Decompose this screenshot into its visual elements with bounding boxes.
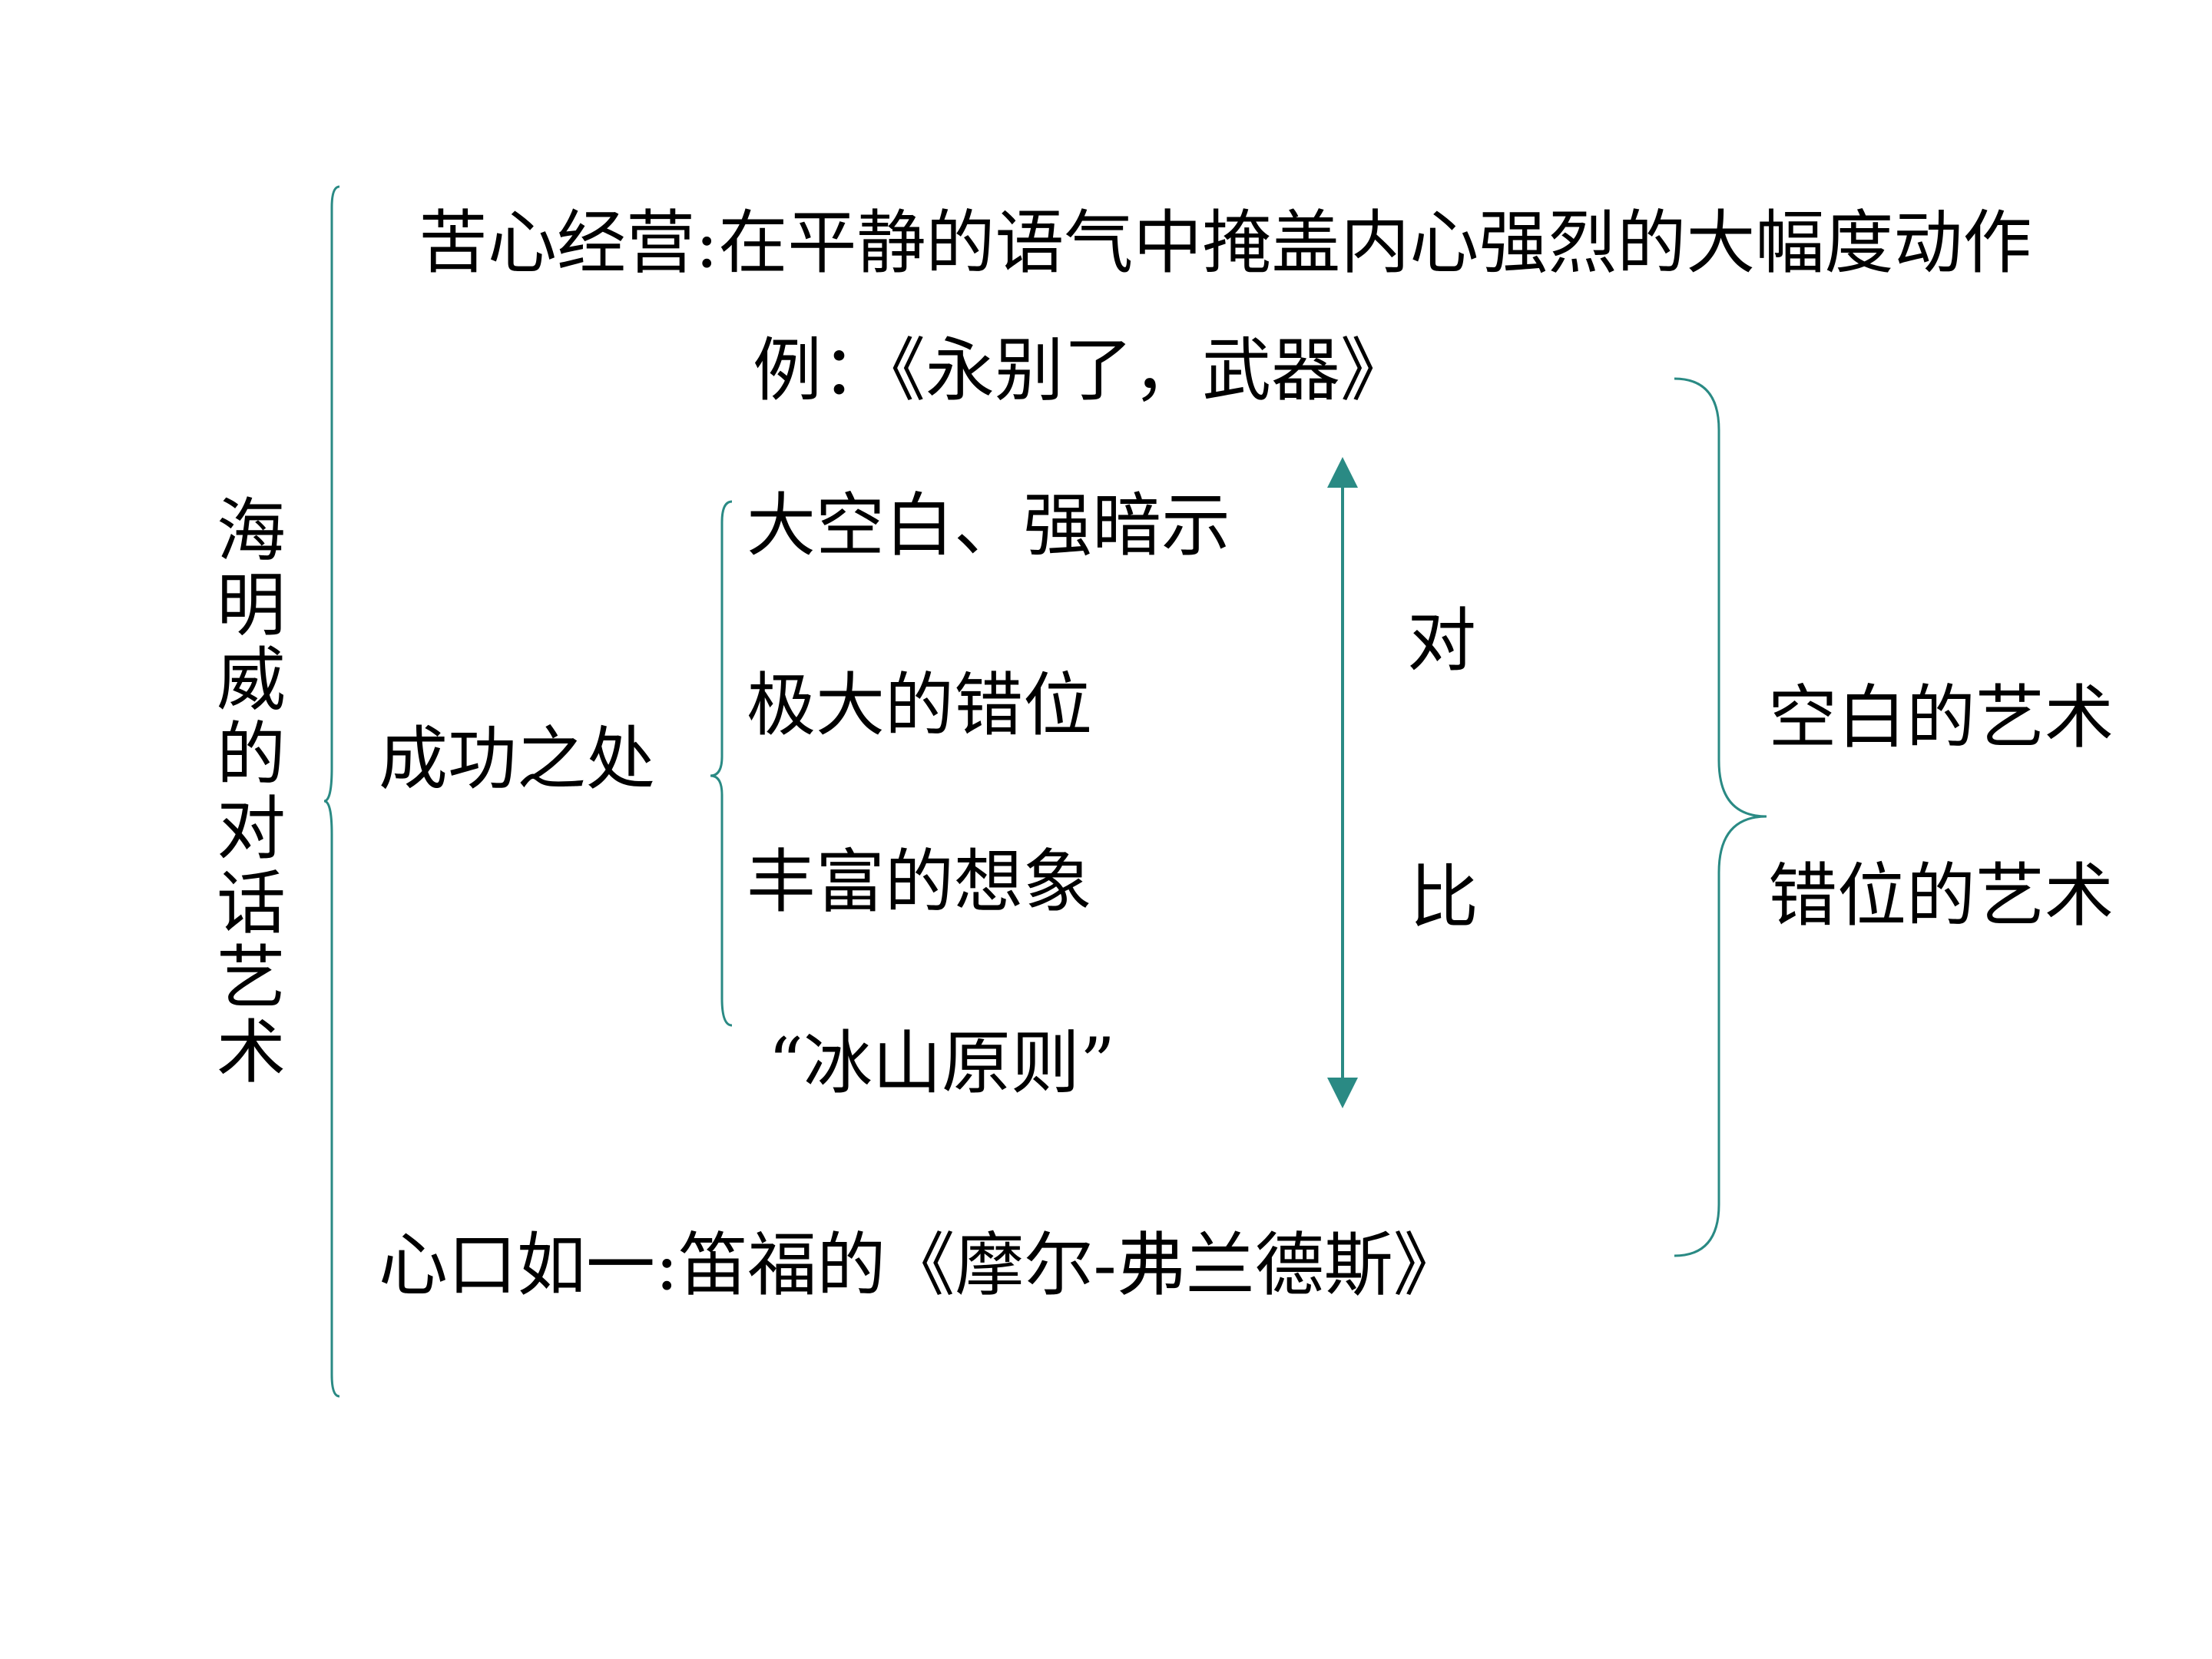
- success-item: “冰山原则”: [768, 1023, 1116, 1104]
- success-item: 丰富的想象: [747, 842, 1092, 922]
- root-char: 的: [217, 714, 286, 795]
- root-char: 威: [217, 640, 286, 720]
- summary-item: 错位的艺术: [1768, 856, 2114, 936]
- summary-brace: [1674, 377, 1767, 1257]
- root-char: 明: [217, 565, 286, 646]
- contrast-char: 对: [1407, 601, 1476, 681]
- root-char: 术: [217, 1012, 286, 1093]
- root-char: 海: [217, 491, 286, 571]
- main-brace: [323, 185, 340, 1398]
- branch-top-text: 苦心经营:在平静的语气中掩盖内心强烈的大幅度动作: [419, 203, 2032, 283]
- branch-bottom-text: 心口如一:笛福的《摩尔-弗兰德斯》: [379, 1225, 1462, 1306]
- root-char: 艺: [217, 938, 286, 1018]
- branch-middle-label: 成功之处: [379, 719, 655, 800]
- root-char: 对: [217, 789, 286, 869]
- summary-item: 空白的艺术: [1768, 677, 2114, 758]
- success-item: 大空白、强暗示: [747, 485, 1230, 566]
- root-char: 话: [217, 863, 286, 944]
- root-label: 海 明 威 的 对 话 艺 术: [213, 494, 290, 1090]
- branch-top-example: 例：《永别了，武器》: [753, 330, 1409, 411]
- success-item: 极大的错位: [747, 665, 1092, 746]
- contrast-char: 比: [1409, 857, 1479, 938]
- success-brace: [710, 500, 733, 1027]
